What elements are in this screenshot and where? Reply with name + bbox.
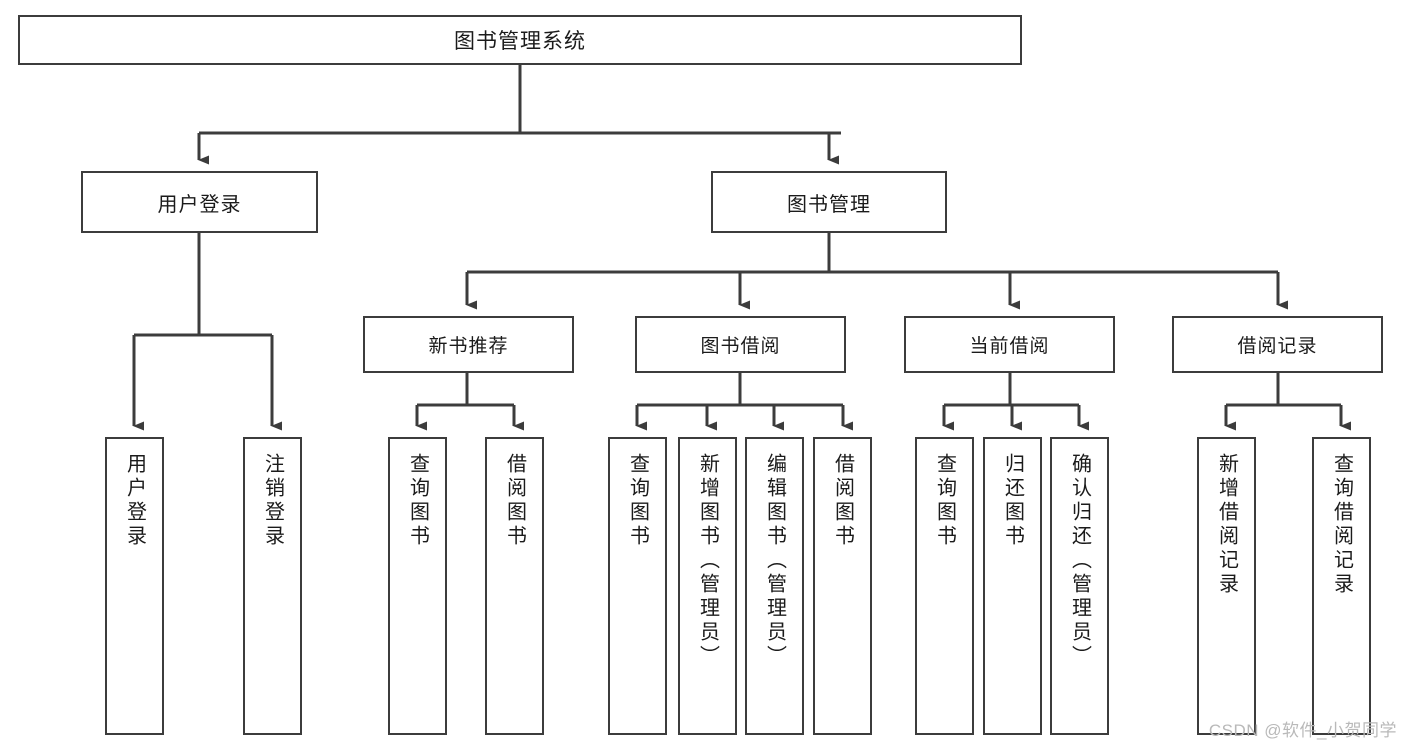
- node-label: 查询图书: [406, 453, 429, 549]
- leaf-bookborrow-query-book[interactable]: 查询图书: [608, 437, 667, 735]
- node-label: 图书管理: [787, 193, 871, 216]
- node-label: 查询图书: [933, 453, 956, 549]
- node-label: 图书借阅: [700, 336, 781, 357]
- node-user-login[interactable]: 用户登录: [81, 171, 318, 233]
- leaf-bookborrow-borrow-book[interactable]: 借阅图书: [813, 437, 872, 735]
- node-label: 新书推荐: [428, 336, 509, 357]
- leaf-user-login[interactable]: 用户登录: [105, 437, 164, 735]
- node-label: 查询图书: [626, 453, 649, 549]
- leaf-currentborrow-query-book[interactable]: 查询图书: [915, 437, 974, 735]
- node-book-management[interactable]: 图书管理: [711, 171, 947, 233]
- node-label: 新增借阅记录: [1215, 453, 1238, 597]
- node-label: 借阅记录: [1237, 336, 1318, 357]
- node-label: 编辑图书（管理员）: [763, 453, 786, 669]
- node-label: 确认归还（管理员）: [1068, 453, 1091, 669]
- leaf-bookborrow-edit-book[interactable]: 编辑图书（管理员）: [745, 437, 804, 735]
- node-current-borrow[interactable]: 当前借阅: [904, 316, 1115, 373]
- node-label: 借阅图书: [831, 453, 854, 549]
- leaf-borrowrecord-query-record[interactable]: 查询借阅记录: [1312, 437, 1371, 735]
- node-label: 查询借阅记录: [1330, 453, 1353, 597]
- leaf-newbook-borrow-book[interactable]: 借阅图书: [485, 437, 544, 735]
- leaf-bookborrow-add-book[interactable]: 新增图书（管理员）: [678, 437, 737, 735]
- node-root-system[interactable]: 图书管理系统: [18, 15, 1022, 65]
- node-book-borrow[interactable]: 图书借阅: [635, 316, 846, 373]
- node-label: 归还图书: [1001, 453, 1024, 549]
- node-label: 注销登录: [261, 453, 284, 549]
- leaf-newbook-query-book[interactable]: 查询图书: [388, 437, 447, 735]
- leaf-logout[interactable]: 注销登录: [243, 437, 302, 735]
- node-new-book-recommend[interactable]: 新书推荐: [363, 316, 574, 373]
- leaf-currentborrow-confirm-return[interactable]: 确认归还（管理员）: [1050, 437, 1109, 735]
- node-label: 新增图书（管理员）: [696, 453, 719, 669]
- node-label: 借阅图书: [503, 453, 526, 549]
- node-label: 当前借阅: [969, 336, 1050, 357]
- node-label: 图书管理系统: [454, 30, 586, 53]
- node-label: 用户登录: [157, 193, 242, 216]
- leaf-currentborrow-return-book[interactable]: 归还图书: [983, 437, 1042, 735]
- node-borrow-record[interactable]: 借阅记录: [1172, 316, 1383, 373]
- csdn-watermark: CSDN @软件_小贺同学: [1208, 721, 1397, 740]
- leaf-borrowrecord-add-record[interactable]: 新增借阅记录: [1197, 437, 1256, 735]
- node-label: 用户登录: [123, 453, 146, 549]
